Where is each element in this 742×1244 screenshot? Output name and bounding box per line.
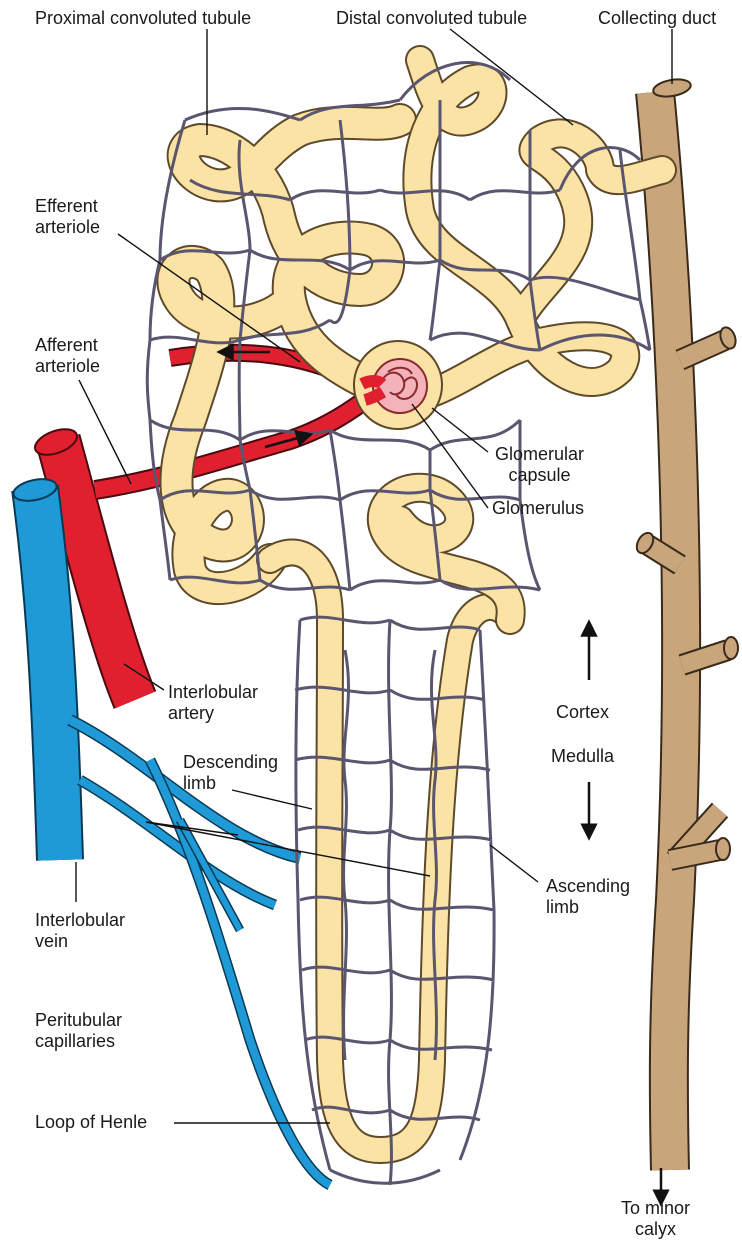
label-cortex: Cortex <box>556 702 609 723</box>
afferent-arteriole-tip <box>365 392 383 400</box>
label-efferent-arteriole: Efferent arteriole <box>35 196 100 238</box>
interlobular-vein <box>11 476 330 1185</box>
label-interlobular-vein: Interlobular vein <box>35 910 125 952</box>
glomerulus <box>373 359 427 413</box>
label-peritubular-capillaries: Peritubular capillaries <box>35 1010 122 1052</box>
label-medulla: Medulla <box>551 746 614 767</box>
label-glomerulus: Glomerulus <box>492 498 584 519</box>
label-to-minor-calyx: To minor calyx <box>621 1198 690 1240</box>
label-ascending-limb: Ascending limb <box>546 876 630 918</box>
label-descending-limb: Descending limb <box>183 752 278 794</box>
efferent-arteriole-tip <box>362 381 382 384</box>
label-interlobular-artery: Interlobular artery <box>168 682 258 724</box>
label-proximal-convoluted-tubule: Proximal convoluted tubule <box>35 8 251 29</box>
label-distal-convoluted-tubule: Distal convoluted tubule <box>336 8 527 29</box>
label-loop-of-henle: Loop of Henle <box>35 1112 147 1133</box>
collecting-duct <box>633 77 738 1170</box>
label-afferent-arteriole: Afferent arteriole <box>35 335 100 377</box>
leader-ascending <box>490 845 538 882</box>
label-collecting-duct: Collecting duct <box>598 8 716 29</box>
label-glomerular-capsule: Glomerular capsule <box>495 444 584 486</box>
